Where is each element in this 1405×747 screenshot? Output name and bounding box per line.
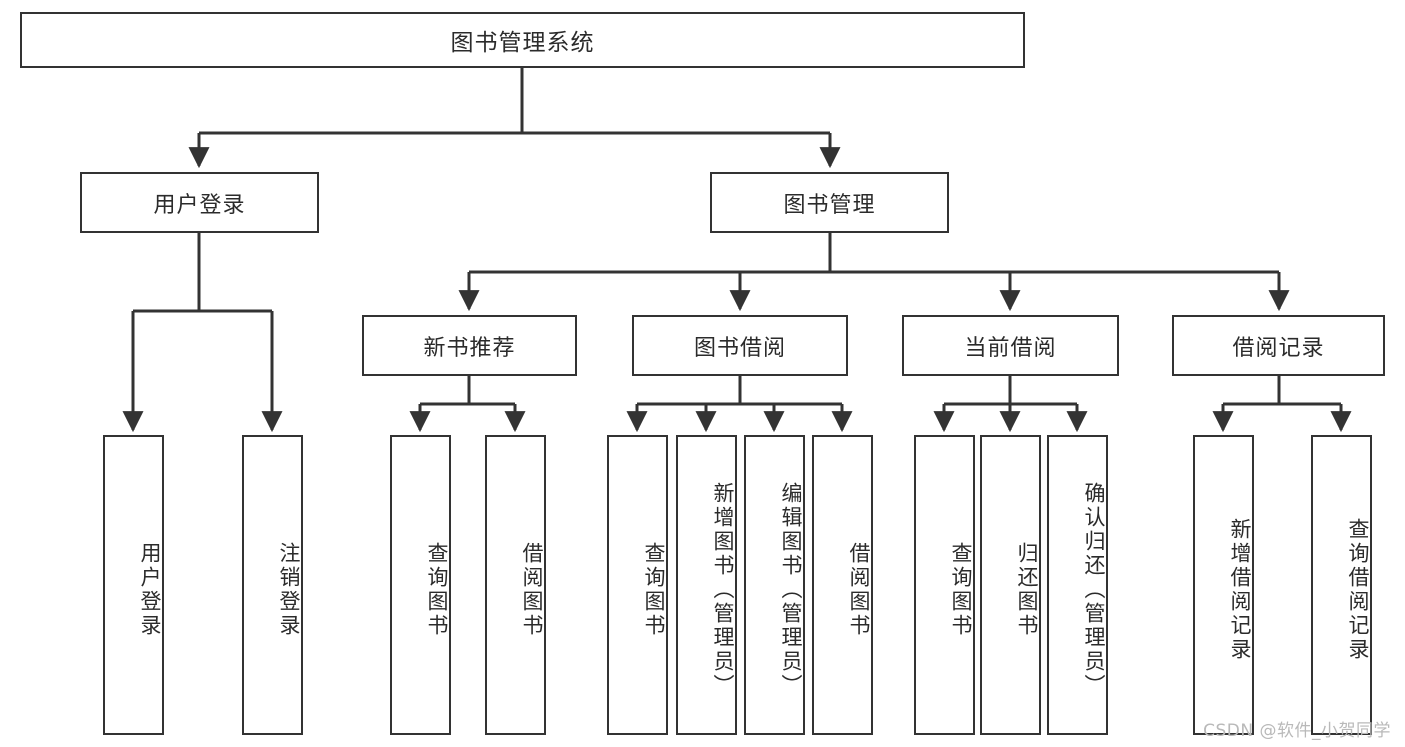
csdn-watermark: CSDN @软件_小贺同学 [1203, 721, 1391, 741]
node-leaf-current-confirm-return-admin[interactable]: 确认归还（管理员） [1047, 435, 1108, 735]
node-user-login[interactable]: 用户登录 [80, 172, 319, 233]
leaf-label: 查询图书 [425, 542, 449, 638]
node-leaf-borrow-borrow-book[interactable]: 借阅图书 [812, 435, 873, 735]
leaf-label: 查询借阅记录 [1346, 518, 1370, 662]
node-leaf-record-query-record[interactable]: 查询借阅记录 [1311, 435, 1372, 735]
node-leaf-user-login-login[interactable]: 用户登录 [103, 435, 164, 735]
node-leaf-borrow-add-book-admin[interactable]: 新增图书（管理员） [676, 435, 737, 735]
node-leaf-borrow-edit-book-admin[interactable]: 编辑图书（管理员） [744, 435, 805, 735]
leaf-label: 归还图书 [1015, 542, 1039, 638]
node-leaf-user-login-logout[interactable]: 注销登录 [242, 435, 303, 735]
leaf-label: 用户登录 [138, 542, 162, 638]
leaf-label: 注销登录 [277, 542, 301, 638]
node-leaf-borrow-query-book[interactable]: 查询图书 [607, 435, 668, 735]
node-leaf-current-return-book[interactable]: 归还图书 [980, 435, 1041, 735]
node-new-book-recommend[interactable]: 新书推荐 [362, 315, 577, 376]
leaf-label: 新增图书（管理员） [711, 482, 735, 698]
leaf-label: 新增借阅记录 [1228, 518, 1252, 662]
node-book-management[interactable]: 图书管理 [710, 172, 949, 233]
node-borrow-record[interactable]: 借阅记录 [1172, 315, 1385, 376]
node-leaf-newbook-borrow-book[interactable]: 借阅图书 [485, 435, 546, 735]
leaf-label: 查询图书 [642, 542, 666, 638]
leaf-label: 查询图书 [949, 542, 973, 638]
leaf-label: 编辑图书（管理员） [779, 482, 803, 698]
leaf-label: 借阅图书 [520, 542, 544, 638]
node-leaf-newbook-query-book[interactable]: 查询图书 [390, 435, 451, 735]
node-root-system[interactable]: 图书管理系统 [20, 12, 1025, 68]
node-leaf-current-query-book[interactable]: 查询图书 [914, 435, 975, 735]
leaf-label: 确认归还（管理员） [1082, 482, 1106, 698]
node-current-borrow[interactable]: 当前借阅 [902, 315, 1119, 376]
leaf-label: 借阅图书 [847, 542, 871, 638]
node-book-borrow[interactable]: 图书借阅 [632, 315, 848, 376]
node-leaf-record-add-record[interactable]: 新增借阅记录 [1193, 435, 1254, 735]
